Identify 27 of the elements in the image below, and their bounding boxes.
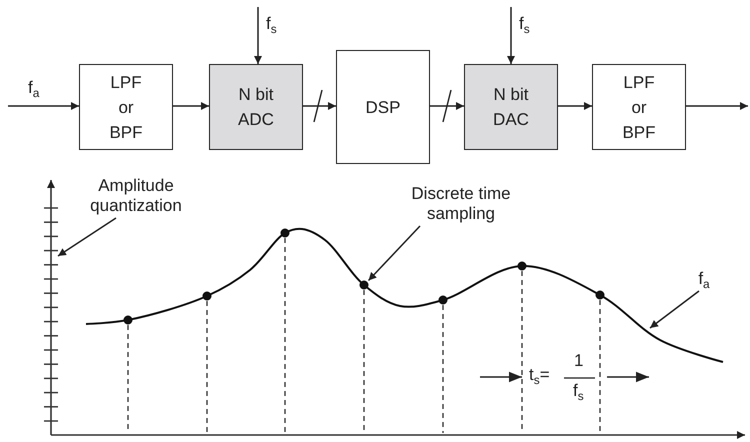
leader-arrow: [368, 225, 421, 282]
signal-arrow: [173, 102, 209, 110]
signal-arrow: [254, 7, 262, 64]
edge-label: f$_{s}$: [518, 14, 531, 34]
signal-arrow: [558, 102, 592, 110]
edge-label: f$_{a}$: [27, 78, 40, 98]
converter-block: N bit ADC: [209, 64, 303, 150]
converter-block: N bit DAC: [464, 64, 558, 150]
signal-label: f$_{a}$: [692, 266, 716, 292]
sample-point: [360, 280, 368, 290]
quantization-scale: [44, 207, 58, 422]
leader-arrow: [58, 217, 116, 257]
period-label: t$_{s}$=: [528, 365, 551, 385]
signal-arrow: [507, 7, 515, 64]
signal-arrow: [303, 102, 336, 110]
fraction-numerator: 1: [573, 351, 584, 371]
signal-arrow: [686, 102, 748, 110]
fraction-denominator: f$_{s}$: [572, 381, 585, 401]
callout-text: Amplitude quantization: [84, 174, 188, 218]
processor-block: DSP: [336, 50, 430, 164]
filter-block: LPF or BPF: [79, 64, 173, 150]
signal-arrow: [430, 102, 464, 110]
filter-block: LPF or BPF: [592, 64, 686, 150]
edge-label: f$_{s}$: [265, 14, 278, 34]
callout-text: Discrete time sampling: [386, 182, 536, 226]
leader-arrow: [650, 290, 700, 329]
signal-arrow: [8, 102, 79, 110]
